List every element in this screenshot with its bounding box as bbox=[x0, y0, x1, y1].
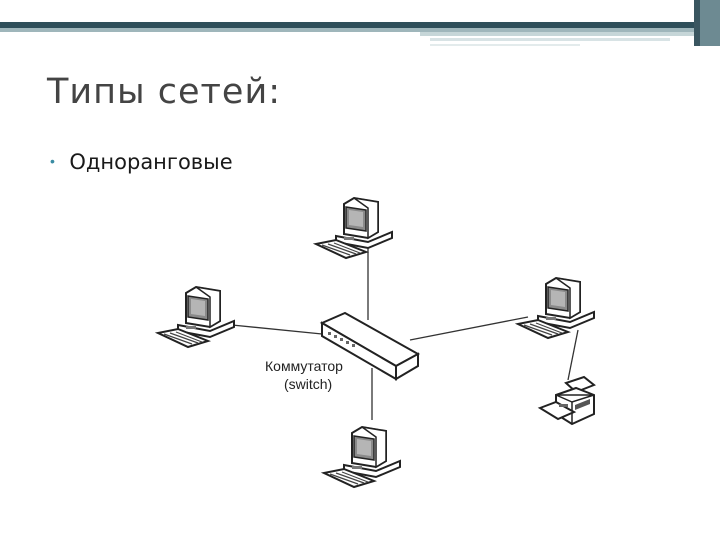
switch-label-en: (switch) bbox=[284, 376, 332, 392]
computer-icon bbox=[316, 198, 392, 258]
computer-icon bbox=[158, 287, 234, 347]
link-right bbox=[410, 317, 528, 340]
switch-label: Коммутатор bbox=[265, 358, 343, 374]
computer-icon bbox=[518, 278, 594, 338]
connection-lines bbox=[232, 248, 578, 420]
computer-icon bbox=[324, 427, 400, 487]
printer-icon bbox=[540, 377, 594, 424]
link-left bbox=[232, 325, 322, 334]
link-printer bbox=[568, 330, 578, 380]
